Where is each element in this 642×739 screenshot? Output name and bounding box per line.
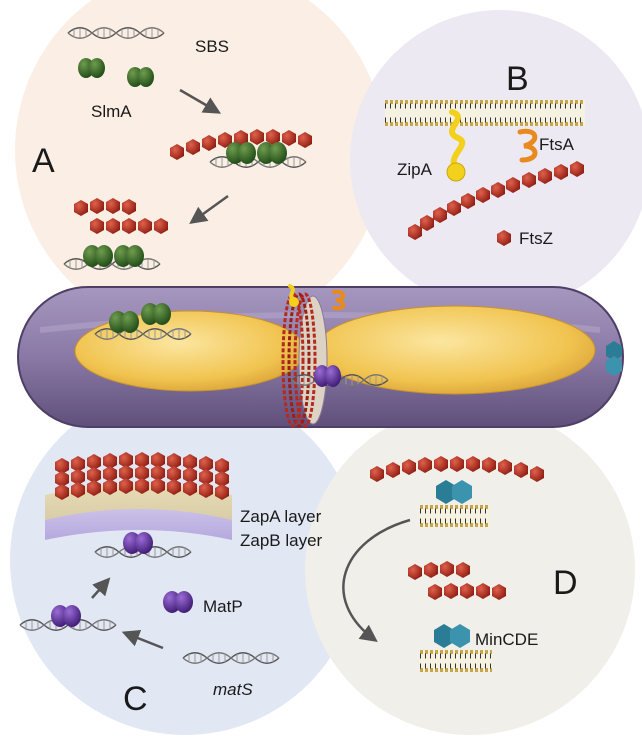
matp-dimer-icon	[123, 532, 153, 554]
ftsz-filament	[408, 161, 584, 240]
panel-a: SBS SlmA A	[32, 27, 312, 270]
ftsa-label: FtsA	[539, 135, 575, 154]
membrane-bilayer	[420, 505, 490, 527]
slma-dimer-icon	[226, 142, 287, 164]
ftsz-filament	[170, 129, 312, 160]
zipa-icon	[446, 109, 466, 182]
ftsa-icon	[332, 289, 346, 311]
matp-label: MatP	[203, 597, 243, 616]
ftsz-label: FtsZ	[519, 229, 553, 248]
slma-label: SlmA	[91, 102, 132, 121]
panel-d: D MinCDE	[342, 456, 578, 672]
nucleoid-right	[314, 305, 596, 395]
arrow-icon	[189, 194, 229, 225]
ftsz-fragments	[408, 561, 506, 600]
zapa-label: ZapA layer	[240, 507, 322, 526]
matp-dimer-icon	[51, 605, 81, 627]
slma-dimer-icon	[78, 58, 105, 78]
mincde-icon	[434, 624, 470, 648]
ftsz-legend-icon	[497, 230, 511, 246]
arrow-icon	[121, 630, 164, 650]
panel-b-letter: B	[506, 60, 529, 98]
ftsa-icon	[517, 128, 538, 163]
zapb-layer	[45, 506, 232, 540]
panel-b-background	[350, 10, 642, 310]
panel-c-letter: C	[123, 680, 148, 718]
slma-dimer-icon	[127, 67, 154, 87]
ftsz-filament	[370, 456, 544, 482]
matp-dimer-icon	[163, 591, 193, 613]
mincde-icon	[606, 341, 622, 376]
ftsz-filament	[55, 452, 229, 500]
dividing-cell	[17, 284, 624, 428]
membrane-bilayer	[420, 650, 492, 672]
slma-dimer-icon	[83, 245, 144, 267]
arrow-icon	[342, 518, 411, 643]
mincde-icon	[436, 480, 472, 504]
arrow-icon	[179, 88, 222, 114]
panel-a-letter: A	[32, 142, 55, 180]
matp-dimer-icon	[314, 365, 341, 387]
septum	[298, 295, 328, 425]
sbs-label: SBS	[195, 37, 229, 56]
panel-b: B ZipA FtsA	[385, 60, 585, 248]
ftsz-fragments	[74, 198, 168, 234]
zipa-icon	[288, 284, 299, 307]
panel-d-letter: D	[553, 564, 578, 602]
zapb-label: ZapB layer	[240, 531, 323, 550]
membrane-bilayer	[385, 100, 585, 126]
mincde-label: MinCDE	[475, 630, 538, 649]
panel-c: ZapA layer ZapB layer MatP matS C	[19, 452, 323, 718]
mats-label: matS	[213, 680, 253, 699]
zipa-label: ZipA	[397, 160, 433, 179]
arrow-icon	[91, 577, 111, 599]
slma-dimer-icon	[109, 303, 171, 333]
